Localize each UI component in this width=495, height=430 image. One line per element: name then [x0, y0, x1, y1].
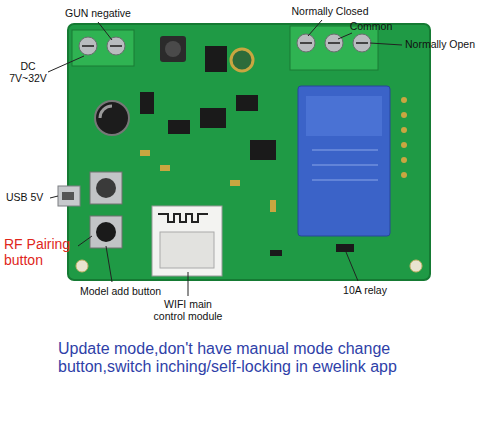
note-text: Update mode,don't have manual mode chang… [58, 340, 478, 377]
diode [336, 244, 354, 252]
relay-label: 10A relay [330, 284, 400, 296]
terminal-label: Normally Closed [282, 5, 378, 17]
capacitor [231, 49, 253, 71]
leader-lines [48, 20, 402, 296]
relay-terminal [290, 26, 378, 70]
wifi-module [152, 206, 222, 276]
button-label: RF Pairing button [4, 236, 80, 268]
terminal-label: Common [336, 20, 406, 32]
power-terminal [72, 30, 134, 66]
usb-port [58, 186, 80, 206]
terminal-label: GUN negative [52, 7, 144, 19]
button-label: Model add button [80, 285, 190, 297]
port-label: USB 5V [6, 191, 52, 203]
inductor [160, 36, 186, 62]
module-label: WIFI main control module [150, 298, 226, 322]
push-button [90, 172, 122, 204]
relay [298, 86, 390, 236]
terminal-label: Normally Open [405, 38, 493, 50]
power-label: DC 7V~32V [6, 60, 50, 84]
capacitor [95, 101, 129, 135]
push-button [90, 216, 122, 248]
chip [205, 46, 227, 72]
pcb-board [68, 24, 430, 280]
